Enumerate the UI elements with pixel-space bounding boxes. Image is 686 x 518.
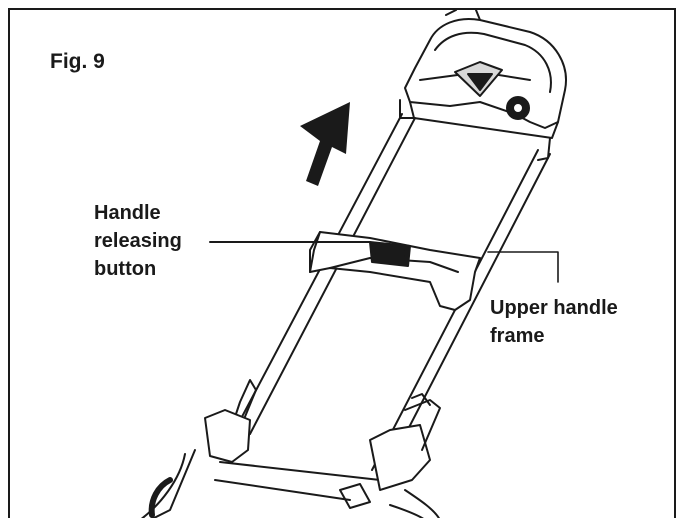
upper-handle-frame-label: Upper handle frame xyxy=(490,294,618,350)
middle-crossbar xyxy=(309,231,481,311)
figure-frame: Fig. 9 Handle releasing button Upper han… xyxy=(8,8,676,518)
lower-frame-and-mower-body xyxy=(140,393,441,518)
top-handle-bar xyxy=(399,10,567,161)
mower-handle-illustration xyxy=(140,10,567,518)
label-line: releasing xyxy=(94,230,182,252)
upper-frame-leader-line xyxy=(487,251,559,283)
label-line: frame xyxy=(490,325,545,347)
upward-arrow-icon xyxy=(300,102,350,186)
handle-releasing-button-label: Handle releasing button xyxy=(94,199,182,283)
label-line: button xyxy=(94,258,157,280)
figure-title: Fig. 9 xyxy=(50,50,105,73)
label-line: Upper handle xyxy=(490,297,618,319)
label-line: Handle xyxy=(94,202,161,224)
